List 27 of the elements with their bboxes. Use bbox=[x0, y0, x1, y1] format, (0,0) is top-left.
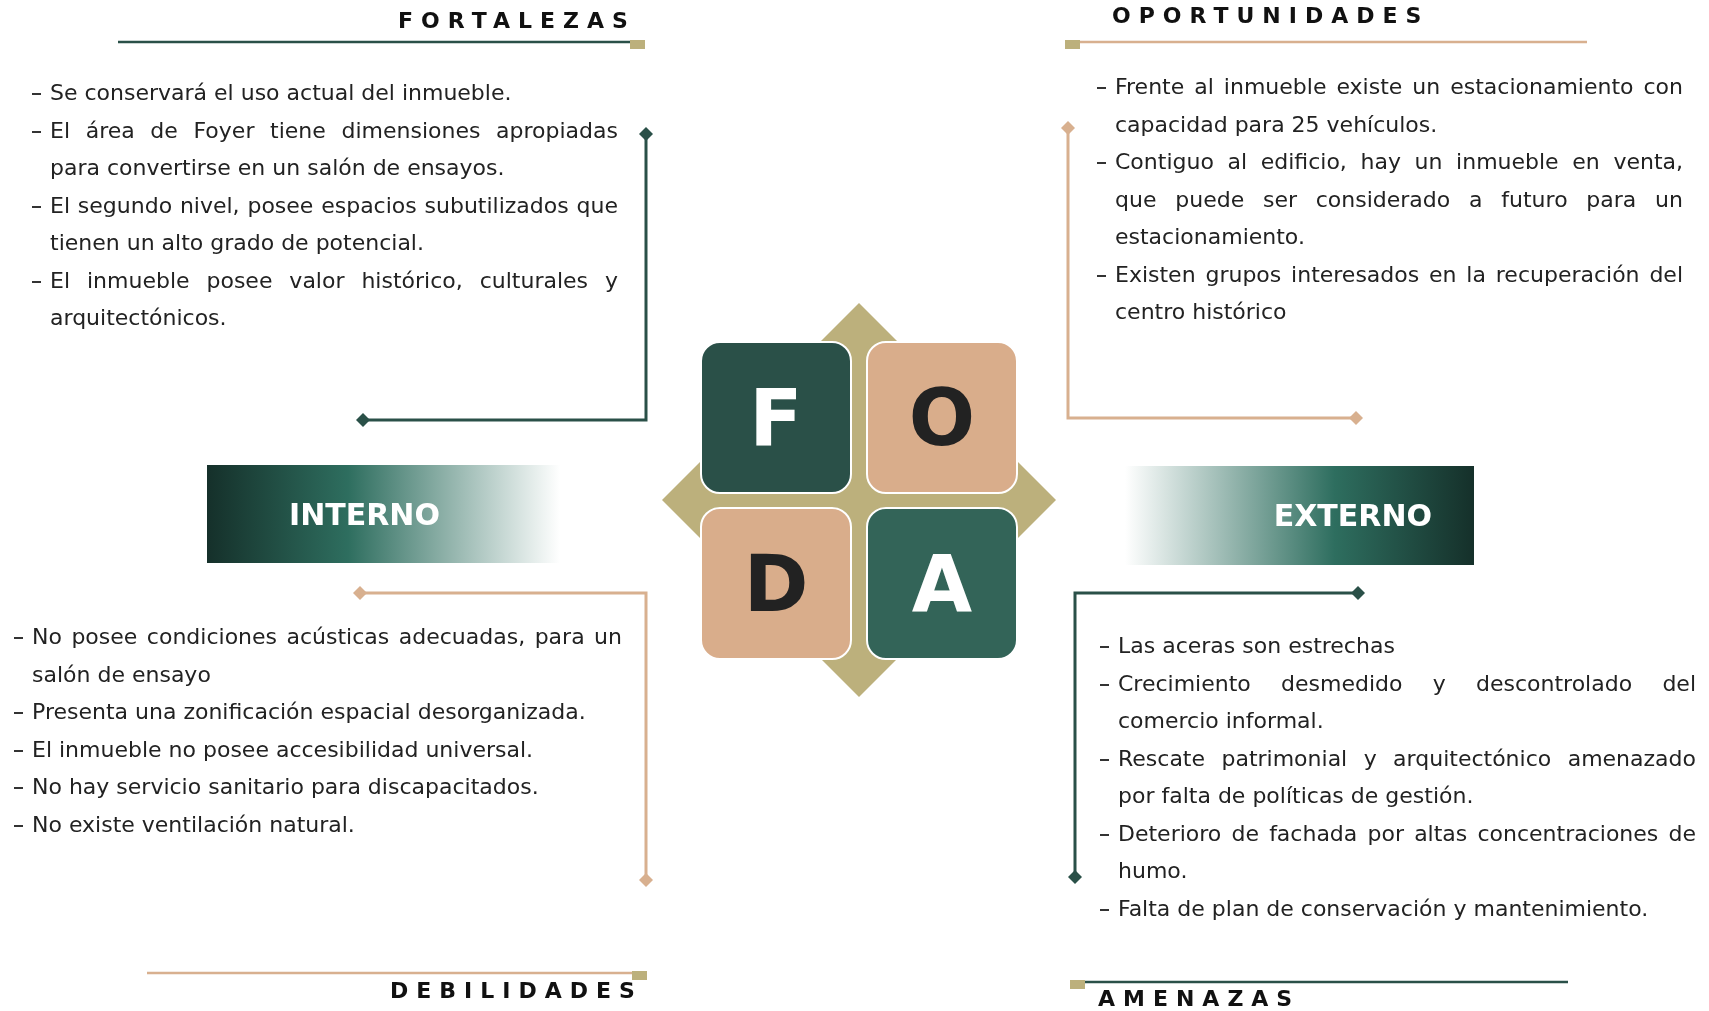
bullet-text: Las aceras son estrechas bbox=[1098, 627, 1696, 665]
letter-tile: F bbox=[700, 341, 852, 494]
label-band: EXTERNO bbox=[1125, 466, 1474, 565]
bullet-text: Rescate patrimonial y arquitectónico amenazado por falta de políticas de gestión. bbox=[1098, 739, 1696, 815]
letter-tile: A bbox=[866, 507, 1018, 660]
bullet-text: El inmueble no posee accesibilidad universal. bbox=[12, 730, 622, 768]
bullet-text: Contiguo al edificio, hay un inmueble en venta, que puede ser considerado a futuro para un estacionamiento. bbox=[1095, 143, 1683, 256]
bullet-text: Deterioro de fachada por altas concentraciones de humo. bbox=[1098, 814, 1696, 890]
letter-tile: D bbox=[700, 507, 852, 660]
bullet-text: Existen grupos interesados en la recuperación del centro histórico bbox=[1095, 255, 1683, 331]
label-band: INTERNO bbox=[207, 465, 560, 563]
section-heading: AMENAZAS bbox=[1098, 986, 1301, 1011]
bullet-text: Presenta una zonificación espacial desorganizada. bbox=[12, 693, 622, 731]
section-heading: DEBILIDADES bbox=[390, 978, 643, 1003]
bullet-text: El área de Foyer tiene dimensiones apropiadas para convertirse en un salón de ensayos. bbox=[30, 111, 618, 187]
bullet-text: Falta de plan de conservación y mantenimiento. bbox=[1098, 889, 1696, 927]
bullet-text: No posee condiciones acústicas adecuadas, para un salón de ensayo bbox=[12, 618, 622, 693]
bullet-text: Se conservará el uso actual del inmueble. bbox=[30, 74, 618, 112]
bullet-text: Frente al inmueble existe un estacionamiento con capacidad para 25 vehículos. bbox=[1095, 68, 1683, 143]
section-heading: FORTALEZAS bbox=[398, 8, 636, 33]
section-heading: OPORTUNIDADES bbox=[1112, 3, 1430, 28]
bullet-text: El segundo nivel, posee espacios subutilizados que tienen un alto grado de potencial. bbox=[30, 186, 618, 262]
bullet-text: No existe ventilación natural. bbox=[12, 805, 622, 843]
bullet-text: No hay servicio sanitario para discapacitados. bbox=[12, 768, 622, 806]
letter-tile: O bbox=[866, 341, 1018, 494]
bullet-text: Crecimiento desmedido y descontrolado del comercio informal. bbox=[1098, 664, 1696, 740]
bullet-text: El inmueble posee valor histórico, culturales y arquitectónicos. bbox=[30, 261, 618, 337]
